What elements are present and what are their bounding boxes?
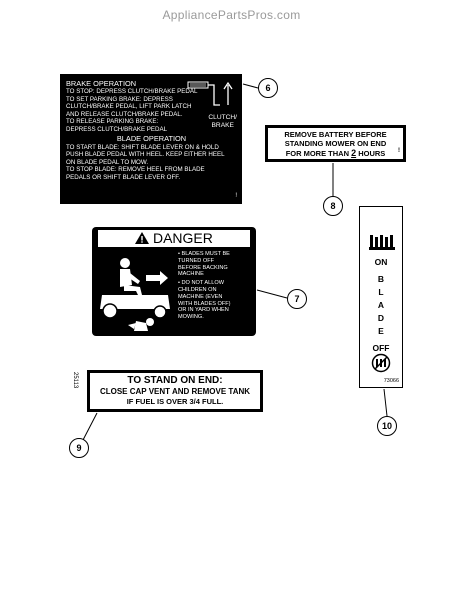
brake-line: TO RELEASE PARKING BRAKE: xyxy=(66,118,159,126)
warning-mark-icon: ! xyxy=(235,193,237,200)
brake-line: TO STOP: DEPRESS CLUTCH/BRAKE PEDAL xyxy=(66,88,198,95)
blade-decal-code: 73066 xyxy=(383,378,399,384)
remove-battery-decal: REMOVE BATTERY BEFORE STANDING MOWER ON … xyxy=(265,125,406,162)
brake-line: DEPRESS CLUTCH/BRAKE PEDAL xyxy=(66,125,168,133)
battery-line-3: FOR MORE THAN 2 HOURS xyxy=(285,147,386,158)
blade-line: PUSH BLADE PEDAL WITH HEEL. KEEP EITHER … xyxy=(66,151,225,159)
clutch-brake-label: CLUTCH/ BRAKE xyxy=(208,114,237,129)
watermark: AppliancePartsPros.com xyxy=(162,8,301,22)
blade-on-off-decal: ON B L A D E OFF 73066 xyxy=(359,206,403,388)
brake-line: CLUTCH/BRAKE PEDAL, LIFT PARK LATCH xyxy=(66,103,192,111)
blade-off-label: OFF xyxy=(372,343,390,353)
blade-off-icon xyxy=(371,353,391,373)
stand-line-2: CLOSE CAP VENT AND REMOVE TANK xyxy=(99,387,251,396)
blade-letter: A xyxy=(377,300,385,310)
stand-on-end-decal: TO STAND ON END: CLOSE CAP VENT AND REMO… xyxy=(87,370,263,412)
warning-mark-icon: ! xyxy=(398,147,400,154)
callout-7: 7 xyxy=(287,289,307,309)
decal-part-number: 25113 xyxy=(72,372,78,389)
stand-line-3: IF FUEL IS OVER 3/4 FULL. xyxy=(126,397,224,406)
blade-engaged-icon xyxy=(369,235,395,250)
clutch-brake-pedal-icon xyxy=(187,81,233,106)
brake-operation-decal: BRAKE OPERATION TO STOP: DEPRESS CLUTCH/… xyxy=(60,74,242,204)
blade-line: PEDALS OR SHIFT BLADE LEVER OFF. xyxy=(66,173,181,181)
blade-letter: D xyxy=(377,313,385,323)
blade-line: TO START BLADE: SHIFT BLADE LEVER ON & H… xyxy=(66,143,219,151)
brake-heading: BRAKE OPERATION xyxy=(66,79,137,88)
warning-triangle-icon xyxy=(135,232,150,244)
danger-warning-text: • BLADES MUST BE TURNED OFF BEFORE BACKI… xyxy=(178,251,231,321)
stand-line-1: TO STAND ON END: xyxy=(127,375,223,386)
brake-line: TO SET PARKING BRAKE: DEPRESS xyxy=(66,95,173,103)
blade-letter: L xyxy=(378,287,384,297)
danger-decal: DANGER • BLADES MUST BE TURNED OFF BEFOR… xyxy=(92,227,256,336)
brake-line: AND RELEASE CLUTCH/BRAKE PEDAL. xyxy=(66,110,183,118)
mower-child-hazard-icon xyxy=(100,258,170,331)
callout-9: 9 xyxy=(69,438,89,458)
blade-line: TO STOP BLADE: REMOVE HEEL FROM BLADE xyxy=(66,166,205,174)
blade-on-label: ON xyxy=(374,257,388,267)
blade-letter: B xyxy=(377,274,385,284)
blade-line: ON BLADE PEDAL TO MOW. xyxy=(66,158,149,166)
callout-6: 6 xyxy=(258,78,278,98)
battery-line-2: STANDING MOWER ON END xyxy=(284,139,387,149)
callout-8: 8 xyxy=(323,196,343,216)
battery-line-1: REMOVE BATTERY BEFORE xyxy=(284,130,387,139)
blade-operation-heading: BLADE OPERATION xyxy=(116,133,187,143)
callout-10: 10 xyxy=(377,416,397,436)
blade-letter: E xyxy=(378,326,384,336)
danger-heading: DANGER xyxy=(98,230,250,247)
